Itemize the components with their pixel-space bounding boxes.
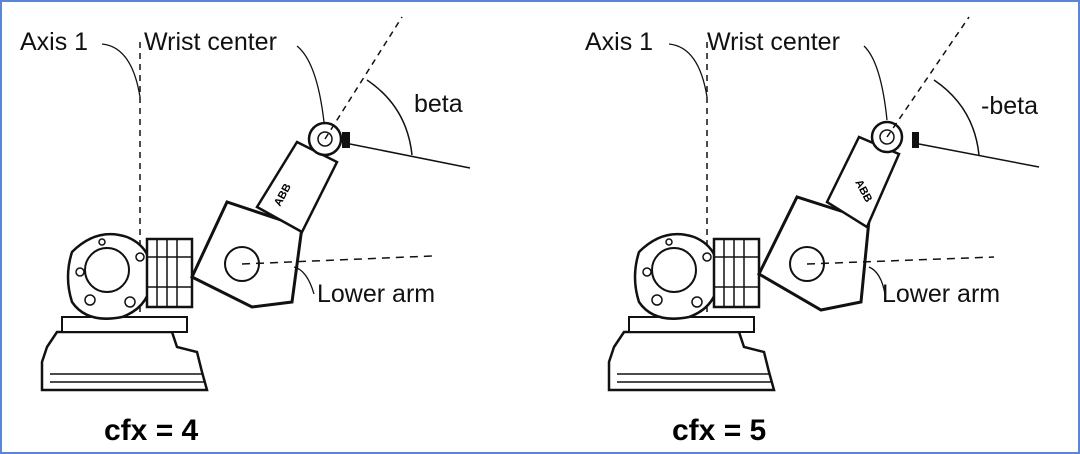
configuration-caption: cfx = 4 xyxy=(104,414,199,447)
lower-arm-label: Lower arm xyxy=(882,280,1000,308)
lower-arm xyxy=(190,200,304,309)
axis-1-label: Axis 1 xyxy=(585,28,653,56)
wrist-axis-line xyxy=(324,16,403,140)
lower-arm-label: Lower arm xyxy=(317,280,435,308)
panel-cfx-5: ABB Axis 1 Wrist center -beta Lower arm … xyxy=(585,16,1040,447)
panel-cfx-4: ABB Axis 1 Wrist center beta Lower arm c… xyxy=(20,16,471,447)
wrist-center-label: Wrist center xyxy=(144,28,277,56)
angle-label: beta xyxy=(414,90,463,118)
wrist-axis-line xyxy=(886,16,970,138)
wrist-center-leader xyxy=(863,45,888,121)
axis-1-label: Axis 1 xyxy=(20,28,88,56)
angle-label: -beta xyxy=(981,92,1038,120)
axis-1-leader xyxy=(668,43,708,98)
wrist-center-label: Wrist center xyxy=(707,28,840,56)
tool-direction-line xyxy=(918,143,1040,168)
beta-angle-arc xyxy=(933,79,980,156)
lower-arm-leader xyxy=(868,266,886,295)
lower-arm-reference-line xyxy=(241,255,433,265)
tool-direction-line xyxy=(349,143,471,169)
upper-arm: ABB xyxy=(825,120,919,229)
robot-base xyxy=(40,232,209,392)
tool-flange xyxy=(342,132,350,148)
tool-flange xyxy=(912,132,919,148)
wrist-center-leader xyxy=(296,45,325,123)
configuration-caption: cfx = 5 xyxy=(672,414,766,447)
axis-1-leader xyxy=(101,43,141,98)
lower-arm-reference-line xyxy=(806,256,995,265)
beta-angle-arc xyxy=(366,79,413,156)
upper-arm: ABB xyxy=(255,121,350,234)
lower-arm-leader xyxy=(293,266,315,295)
lower-arm xyxy=(757,195,871,312)
robot-base xyxy=(607,232,776,392)
